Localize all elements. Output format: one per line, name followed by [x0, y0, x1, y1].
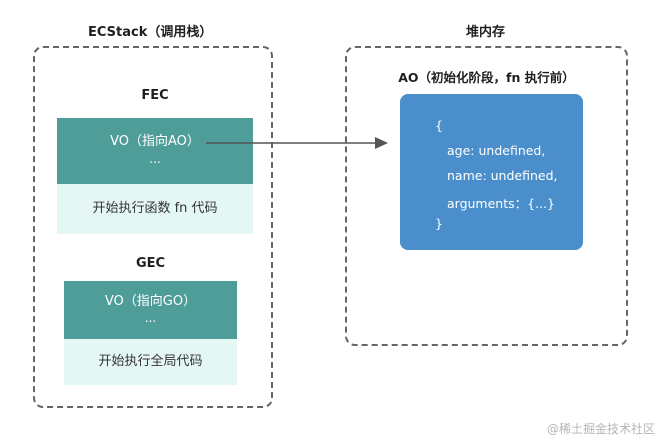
- fec-vo-ellipsis: ...: [149, 152, 161, 166]
- fec-vo-text: VO（指向AO）: [110, 134, 200, 149]
- ao-title: AO（初始化阶段，fn 执行前）: [398, 70, 575, 85]
- fec-exec-block: 开始执行函数 fn 代码: [57, 184, 253, 234]
- gec-vo-ellipsis: ...: [144, 311, 157, 325]
- ao-prop-age: age: undefined,: [447, 143, 546, 158]
- gec-exec-text: 开始执行全局代码: [98, 354, 203, 369]
- watermark: @稀土掘金技术社区: [546, 422, 655, 436]
- fec-vo-block: VO（指向AO） ...: [57, 118, 253, 184]
- fec-exec-text: 开始执行函数 fn 代码: [92, 201, 218, 216]
- heap-title: 堆内存: [466, 25, 506, 40]
- ao-prop-arguments: arguments：{...}: [447, 196, 555, 211]
- ao-prop-name: name: undefined,: [447, 168, 558, 183]
- gec-vo-text: VO（指向GO）: [104, 294, 197, 309]
- pointer-arrow-head: [375, 137, 388, 149]
- fec-label: FEC: [141, 88, 169, 103]
- ao-close-brace: }: [435, 216, 443, 231]
- ao-open-brace: {: [435, 118, 443, 133]
- gec-exec-block: 开始执行全局代码: [64, 339, 237, 385]
- ao-object-card: { age: undefined, name: undefined, argum…: [400, 94, 583, 250]
- gec-label: GEC: [135, 256, 166, 271]
- gec-vo-block: VO（指向GO） ...: [64, 281, 237, 339]
- ecstack-panel: [33, 46, 273, 408]
- heap-panel: [345, 46, 628, 346]
- ecstack-title: ECStack（调用栈）: [88, 25, 213, 40]
